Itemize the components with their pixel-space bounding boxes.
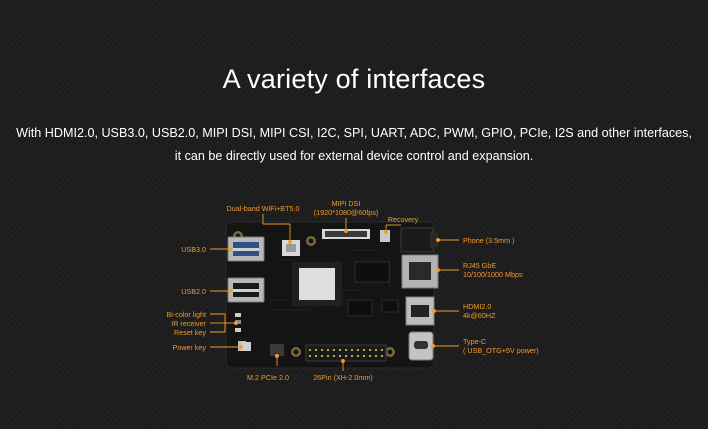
- label-typec: Type-C: [463, 337, 486, 346]
- label-mipi-dsi: MIPI DSI: [332, 199, 361, 208]
- label-ir-receiver: IR receiver: [171, 319, 206, 328]
- typec-port: [408, 331, 434, 361]
- mipi-dsi-connector: [322, 229, 370, 239]
- label-hdmi-spec: 4k@60HZ: [463, 311, 496, 320]
- rj45-port: [401, 254, 439, 289]
- leader-lines: [210, 214, 459, 371]
- usb2-port: [227, 277, 265, 303]
- subtitle-line-1: With HDMI2.0, USB3.0, USB2.0, MIPI DSI, …: [16, 126, 692, 140]
- phone-jack: [400, 227, 438, 253]
- label-recovery: Recovery: [388, 215, 419, 224]
- label-26pin: 26Pin (XH-2.0mm): [313, 373, 373, 382]
- hdmi-port: [405, 296, 435, 326]
- m2-slot: [270, 344, 284, 356]
- label-rj45-speed: 10/100/1000 Mbps: [463, 270, 523, 279]
- page-title: A variety of interfaces: [222, 64, 486, 94]
- pin-header-26: [305, 344, 387, 362]
- callout-labels: USB3.0 USB2.0 Bi-color light IR receiver…: [166, 199, 538, 382]
- power-button: [241, 342, 251, 351]
- label-usb2: USB2.0: [181, 287, 206, 296]
- label-mipi-dsi-resolution: (1920*1080@60fps): [314, 208, 378, 217]
- board: [225, 221, 439, 369]
- wifi-module: [282, 240, 300, 256]
- subtitle-line-2: it can be directly used for external dev…: [174, 149, 534, 163]
- label-reset-key: Reset key: [174, 328, 206, 337]
- label-m2-pcie: M.2 PCIe 2.0: [247, 373, 289, 382]
- label-power-key: Power key: [172, 343, 206, 352]
- soc-chip: [292, 262, 342, 306]
- page-subtitle: With HDMI2.0, USB3.0, USB2.0, MIPI DSI, …: [0, 122, 708, 168]
- label-usb3: USB3.0: [181, 245, 206, 254]
- label-phone: Phone (3.5mm ): [463, 236, 515, 245]
- memory-chips: [347, 261, 399, 317]
- label-wifi: Dual-band WiFi+BT5.0: [227, 204, 300, 213]
- recovery-button: [380, 230, 390, 242]
- label-typec-spec: ( USB_OTG+5V power): [463, 346, 539, 355]
- label-rj45: RJ45 GbE: [463, 261, 496, 270]
- label-hdmi: HDMI2.0: [463, 302, 491, 311]
- label-bicolor-light: Bi-color light: [166, 310, 206, 319]
- usb3-port: [227, 236, 265, 262]
